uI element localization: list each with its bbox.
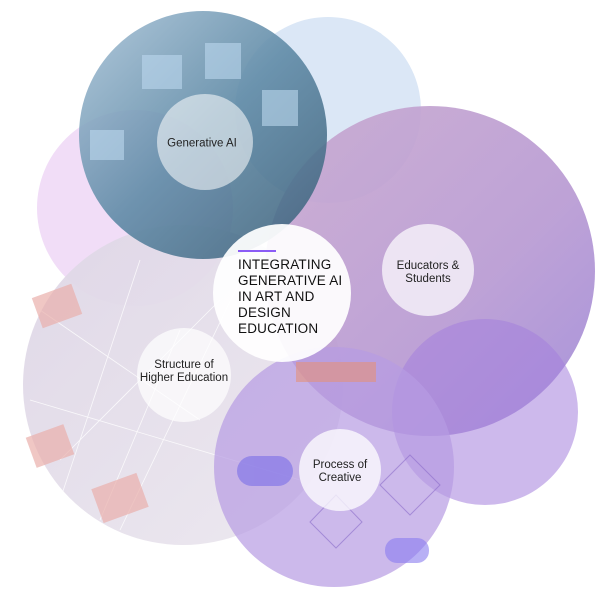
network-person-tiles bbox=[25, 283, 149, 524]
label-process: Process of Creative bbox=[313, 459, 367, 485]
title-line: IN ART AND bbox=[238, 289, 315, 304]
flowchart-shapes bbox=[237, 362, 441, 563]
node-center bbox=[213, 224, 351, 362]
title-line: INTEGRATING bbox=[238, 257, 332, 272]
node-process bbox=[299, 429, 381, 511]
label-generative-ai: Generative AI bbox=[167, 137, 237, 150]
label-educators-students: Educators & Students bbox=[397, 260, 460, 286]
node-generative-ai bbox=[157, 94, 253, 190]
label-line: Higher Education bbox=[139, 372, 229, 384]
ai-icon-tiles bbox=[90, 43, 298, 160]
title-line: DESIGN bbox=[238, 305, 291, 320]
title-line: EDUCATION bbox=[238, 321, 319, 336]
label-line: Creative bbox=[318, 472, 362, 484]
node-structure bbox=[137, 328, 231, 422]
label-line: Process of bbox=[312, 459, 368, 471]
title-line: GENERATIVE AI bbox=[238, 273, 343, 288]
label-line: Students bbox=[405, 273, 451, 285]
title-accent-bar bbox=[238, 250, 276, 252]
label-line: Educators & bbox=[396, 260, 460, 272]
main-title: INTEGRATING GENERATIVE AI IN ART AND DES… bbox=[238, 250, 348, 337]
label-structure: Structure of Higher Education bbox=[140, 359, 228, 385]
node-educators bbox=[382, 224, 474, 316]
label-line: Structure of bbox=[154, 359, 214, 371]
